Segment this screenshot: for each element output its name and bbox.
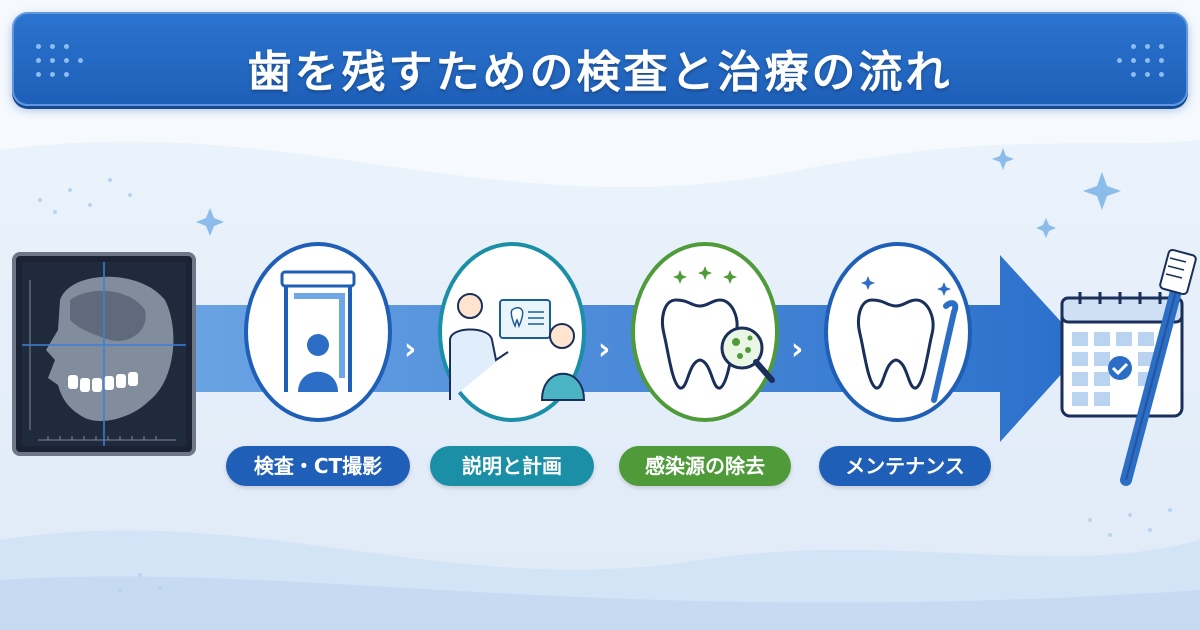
step-label-4: メンテナンス <box>819 446 991 486</box>
step-label-2: 説明と計画 <box>430 446 594 486</box>
step-label-1: 検査・CT撮影 <box>226 446 410 486</box>
tooth-bacteria-magnifier-icon <box>631 242 779 422</box>
step-label-3: 感染源の除去 <box>619 446 791 486</box>
page-title: 歯を残すための検査と治療の流れ <box>247 47 953 98</box>
header-banner: 歯を残すための検査と治療の流れ <box>12 12 1188 106</box>
consultation-icon <box>438 242 586 422</box>
banner-dots-left <box>36 44 96 84</box>
tooth-dental-tool-icon <box>824 242 972 422</box>
chevron-right-icon: › <box>598 332 611 367</box>
banner-dots-right <box>1104 44 1164 84</box>
ct-scanner-icon <box>244 242 392 422</box>
chevron-right-icon: › <box>404 332 417 367</box>
chevron-right-icon: › <box>791 332 804 367</box>
